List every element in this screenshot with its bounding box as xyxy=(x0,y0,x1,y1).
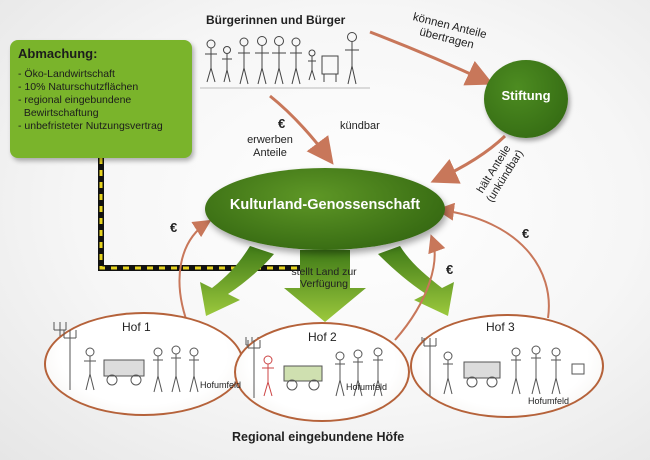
footer-caption: Regional eingebundene Höfe xyxy=(232,430,405,444)
foundation-label: Stiftung xyxy=(501,88,551,103)
agreement-title: Abmachung: xyxy=(18,46,98,61)
agreement-item: Bewirtschaftung xyxy=(18,107,99,119)
flow-arrows xyxy=(178,30,550,341)
farm-1-title: Hof 1 xyxy=(122,320,151,334)
euro-symbol: € xyxy=(446,262,454,277)
agreement-link-line xyxy=(98,158,300,271)
provides-land-label: stellt Land zur Verfügung xyxy=(291,266,357,290)
acquire-shares-label: erwerben Anteile xyxy=(247,134,293,159)
cancelable-label: kündbar xyxy=(340,120,380,132)
land-provision-arrows xyxy=(200,246,454,322)
farm-2-field-label: Hofumfeld xyxy=(346,382,388,392)
euro-symbol: € xyxy=(278,116,286,131)
citizens-title: Bürgerinnen und Bürger xyxy=(206,13,346,27)
foundation-node: Stiftung xyxy=(484,60,568,138)
agreement-item: - unbefristeter Nutzungsvertrag xyxy=(18,120,163,132)
agreement-box: Abmachung: - Öko-Landwirtschaft - 10% Na… xyxy=(10,40,192,158)
farm-3-field-label: Hofumfeld xyxy=(528,396,570,406)
farm-2-title: Hof 2 xyxy=(308,330,337,344)
cooperative-label: Kulturland-Genossenschaft xyxy=(229,197,421,213)
agreement-list: - Öko-Landwirtschaft - 10% Naturschutzfl… xyxy=(18,68,190,133)
euro-symbol: € xyxy=(170,220,178,235)
farm-1-field-label: Hofumfeld xyxy=(200,380,242,390)
agreement-item: - Öko-Landwirtschaft xyxy=(18,68,115,80)
cooperative-node: Kulturland-Genossenschaft xyxy=(205,168,445,250)
agreement-item: - regional eingebundene xyxy=(18,94,132,106)
farm-3-title: Hof 3 xyxy=(486,320,515,334)
citizens-sketch xyxy=(200,32,370,89)
agreement-item: - 10% Naturschutzflächen xyxy=(18,81,139,93)
euro-symbol: € xyxy=(522,226,530,241)
